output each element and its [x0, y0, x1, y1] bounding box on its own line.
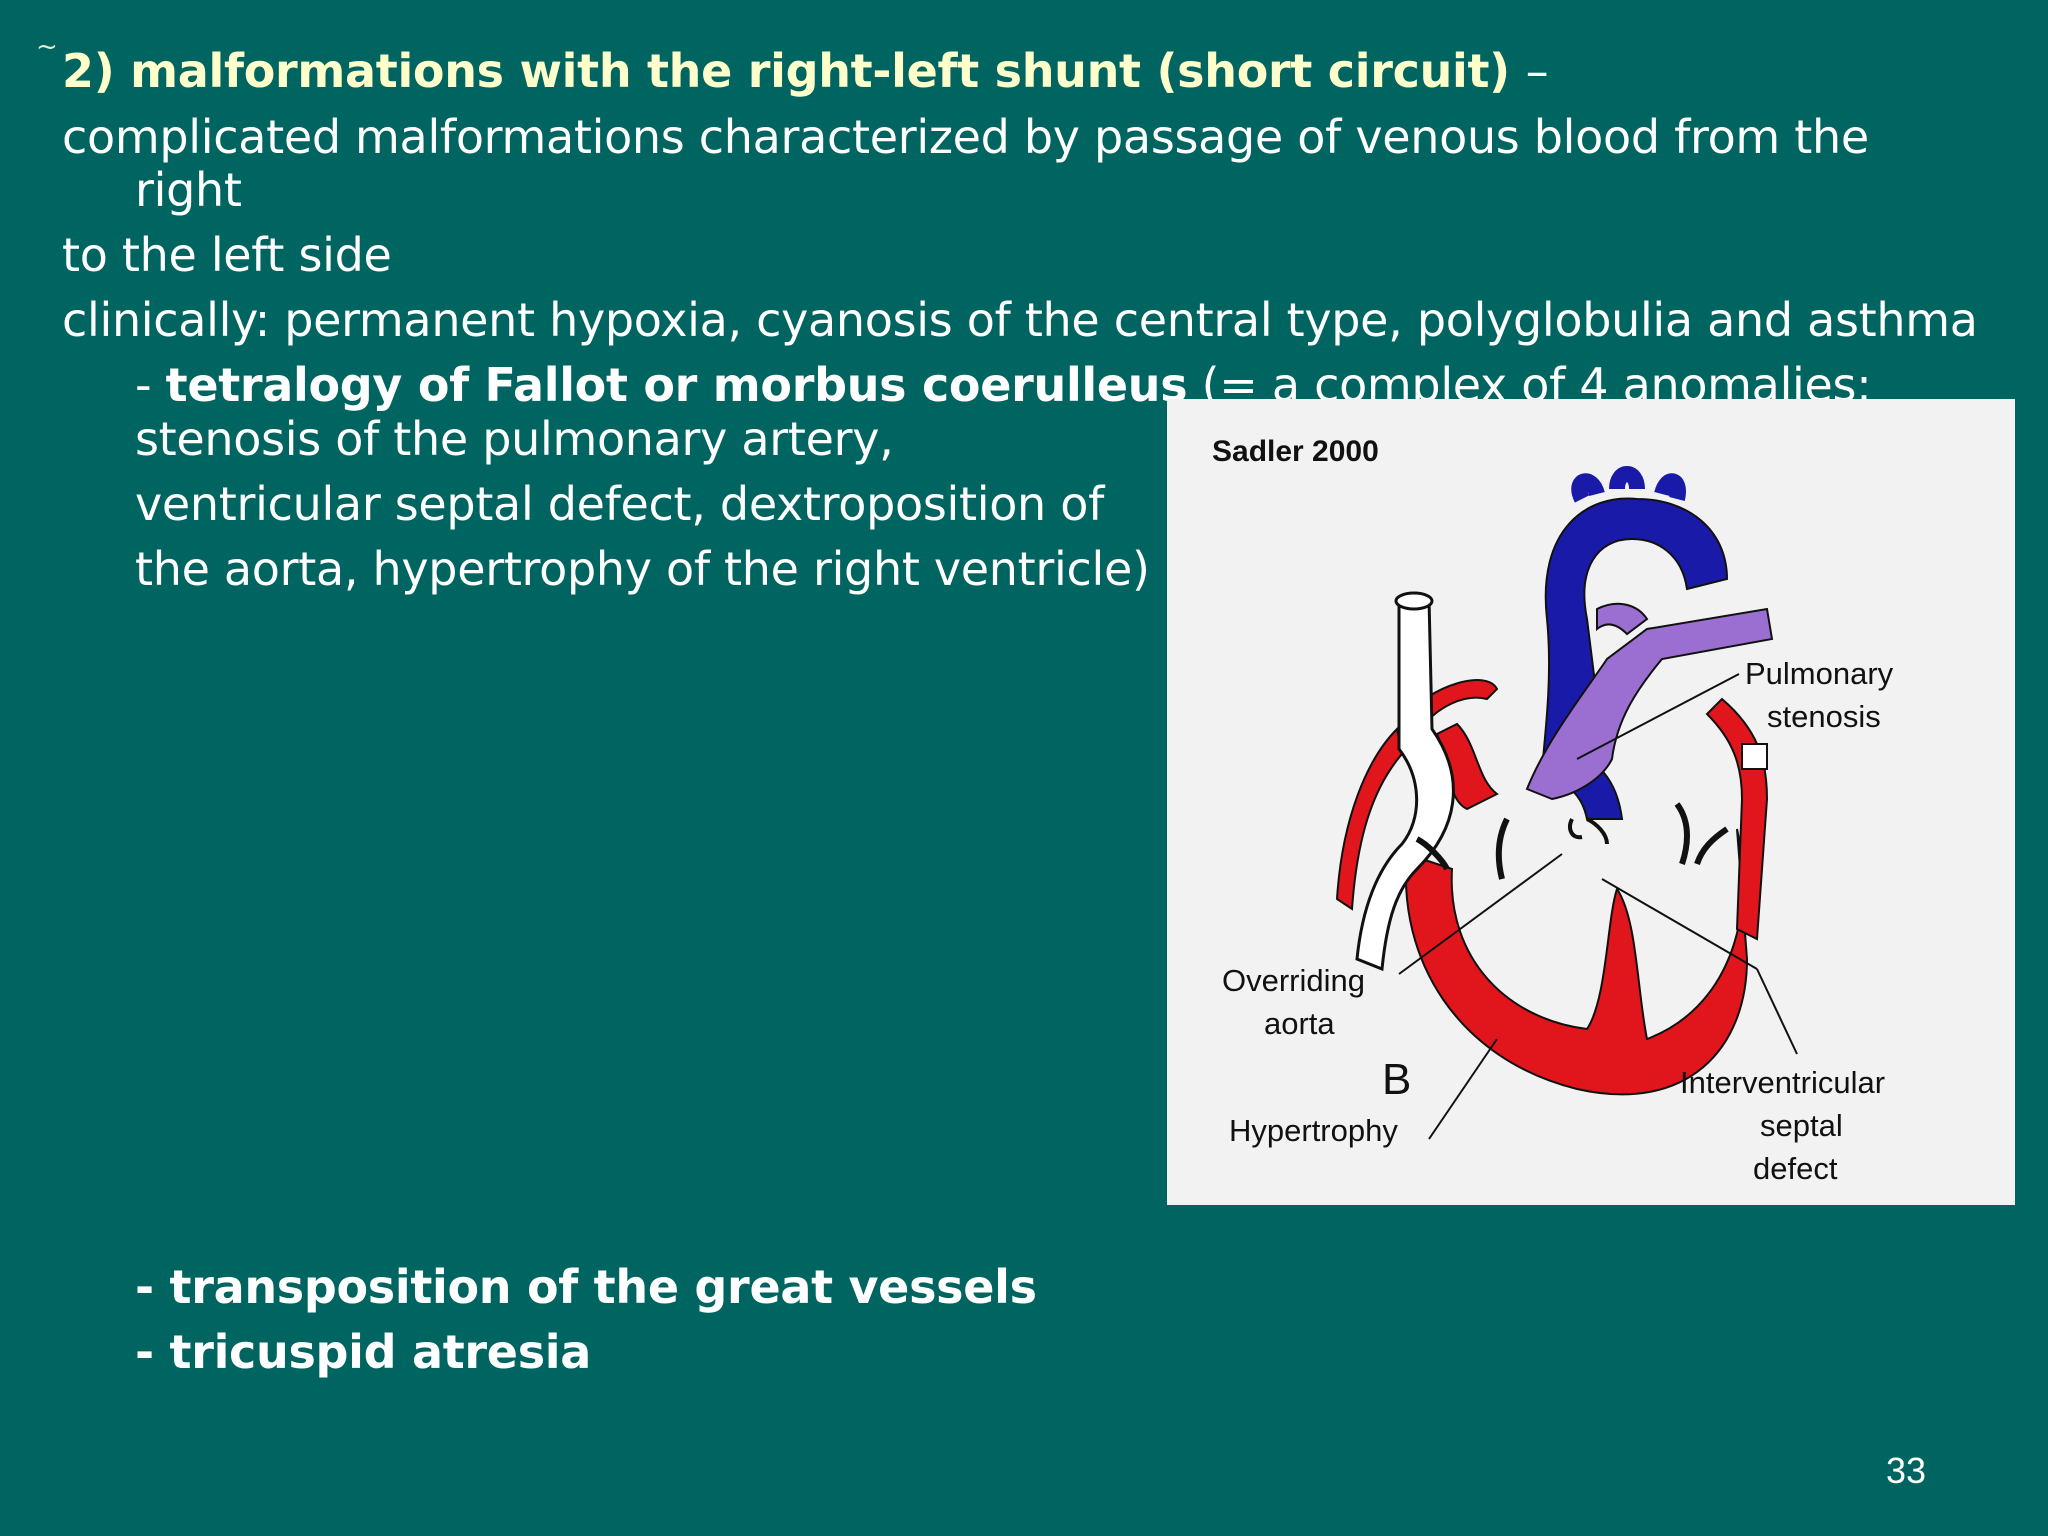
hypertrophy-leader-line: [1428, 1038, 1498, 1140]
description-line-1: complicated malformations characterized …: [62, 110, 1869, 164]
fallot-prefix: -: [135, 358, 166, 412]
label-septal-3: defect: [1753, 1151, 1838, 1186]
right-wall-shape: [1705, 697, 1769, 941]
pulmonary-leader-line: [1576, 673, 1740, 760]
label-hypertrophy: Hypertrophy: [1229, 1113, 1398, 1148]
left-wall-shape: [1335, 726, 1404, 911]
aortic-branches-shape: [1571, 466, 1686, 503]
septal-leader-line-2: [1601, 878, 1758, 970]
tricuspid-item: - tricuspid atresia: [135, 1325, 591, 1379]
septal-leader-line-1: [1756, 968, 1798, 1055]
label-overriding-1: Overriding: [1222, 963, 1365, 998]
pulmonary-branch-shape: [1596, 602, 1649, 636]
right-vessel-stub: [1741, 743, 1768, 770]
title-text: 2) malformations with the right-left shu…: [62, 44, 1510, 98]
tetralogy-diagram: Sadler 2000: [1167, 399, 2015, 1205]
fallot-detail-3: the aorta, hypertrophy of the right vent…: [135, 542, 1150, 596]
slide-title: 2) malformations with the right-left shu…: [62, 44, 1549, 98]
description-line-1-wrap: right: [135, 163, 242, 217]
vena-cava-shape: [1355, 597, 1455, 972]
bullet-glyph: ~: [36, 32, 58, 62]
fallot-term: tetralogy of Fallot or morbus coerulleus: [165, 358, 1188, 412]
figure-source: Sadler 2000: [1212, 435, 1379, 468]
description-line-2: to the left side: [62, 228, 392, 282]
label-pulmonary-2: stenosis: [1767, 699, 1881, 734]
pulmonary-trunk-shape: [1525, 607, 1774, 801]
valve-leaflets: [1568, 817, 1609, 845]
vena-cava-opening: [1394, 591, 1434, 611]
clinical-line: clinically: permanent hypoxia, cyanosis …: [62, 293, 1978, 347]
label-septal-2: septal: [1760, 1108, 1843, 1143]
label-overriding-2: aorta: [1264, 1006, 1335, 1041]
label-pulmonary-1: Pulmonary: [1745, 656, 1894, 691]
label-septal-1: Interventricular: [1680, 1065, 1885, 1100]
heart-illustration: Sadler 2000: [1212, 435, 1894, 1186]
fallot-detail-1: stenosis of the pulmonary artery,: [135, 412, 894, 466]
overriding-leader-line: [1398, 853, 1563, 975]
transposition-item: - transposition of the great vessels: [135, 1260, 1037, 1314]
title-dash: –: [1525, 44, 1549, 98]
valve-flaps: [1415, 802, 1729, 880]
panel-letter: B: [1382, 1055, 1411, 1104]
fallot-detail-2: ventricular septal defect, dextropositio…: [135, 477, 1104, 531]
ventricle-wall-shape: [1405, 828, 1749, 1096]
page-number: 33: [1885, 1450, 1926, 1491]
